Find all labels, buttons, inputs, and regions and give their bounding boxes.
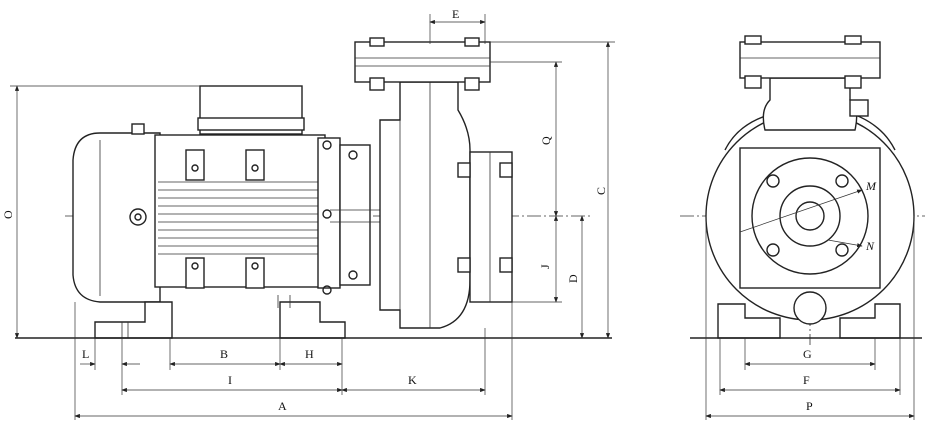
- front-view-dimensions: G F P: [705, 216, 915, 420]
- drain-boss: [793, 291, 827, 325]
- motor-end-cap: [72, 132, 161, 303]
- cooling-fins: [158, 181, 318, 255]
- dim-label-g: G: [803, 347, 812, 361]
- dim-label-n: N: [865, 239, 875, 253]
- dim-label-k: K: [408, 373, 417, 387]
- dim-label-m: M: [865, 179, 877, 193]
- dim-label-e: E: [452, 7, 459, 21]
- dim-label-d: D: [566, 274, 580, 283]
- front-view: M N: [680, 35, 925, 345]
- outlet-flange: [354, 41, 491, 83]
- dim-label-c: C: [594, 187, 608, 195]
- dim-label-j: J: [538, 264, 552, 269]
- eyebolt: [129, 208, 147, 226]
- front-inlet-flange: [739, 147, 881, 289]
- dim-label-a: A: [278, 399, 287, 413]
- motor-body: [154, 134, 326, 288]
- dim-label-b: B: [220, 347, 228, 361]
- dim-label-h: H: [305, 347, 314, 361]
- dim-label-q: Q: [539, 136, 553, 145]
- dim-label-o: O: [1, 210, 15, 219]
- rear-foot: [94, 301, 173, 339]
- dim-label-f: F: [803, 373, 810, 387]
- front-outlet-flange: [739, 41, 881, 79]
- dim-label-p: P: [806, 399, 813, 413]
- pump-casing: [379, 81, 471, 329]
- side-view: [15, 37, 612, 339]
- side-view-dimensions: O E C Q J D L B: [1, 7, 615, 420]
- dim-label-l: L: [82, 347, 89, 361]
- dim-label-i: I: [228, 373, 232, 387]
